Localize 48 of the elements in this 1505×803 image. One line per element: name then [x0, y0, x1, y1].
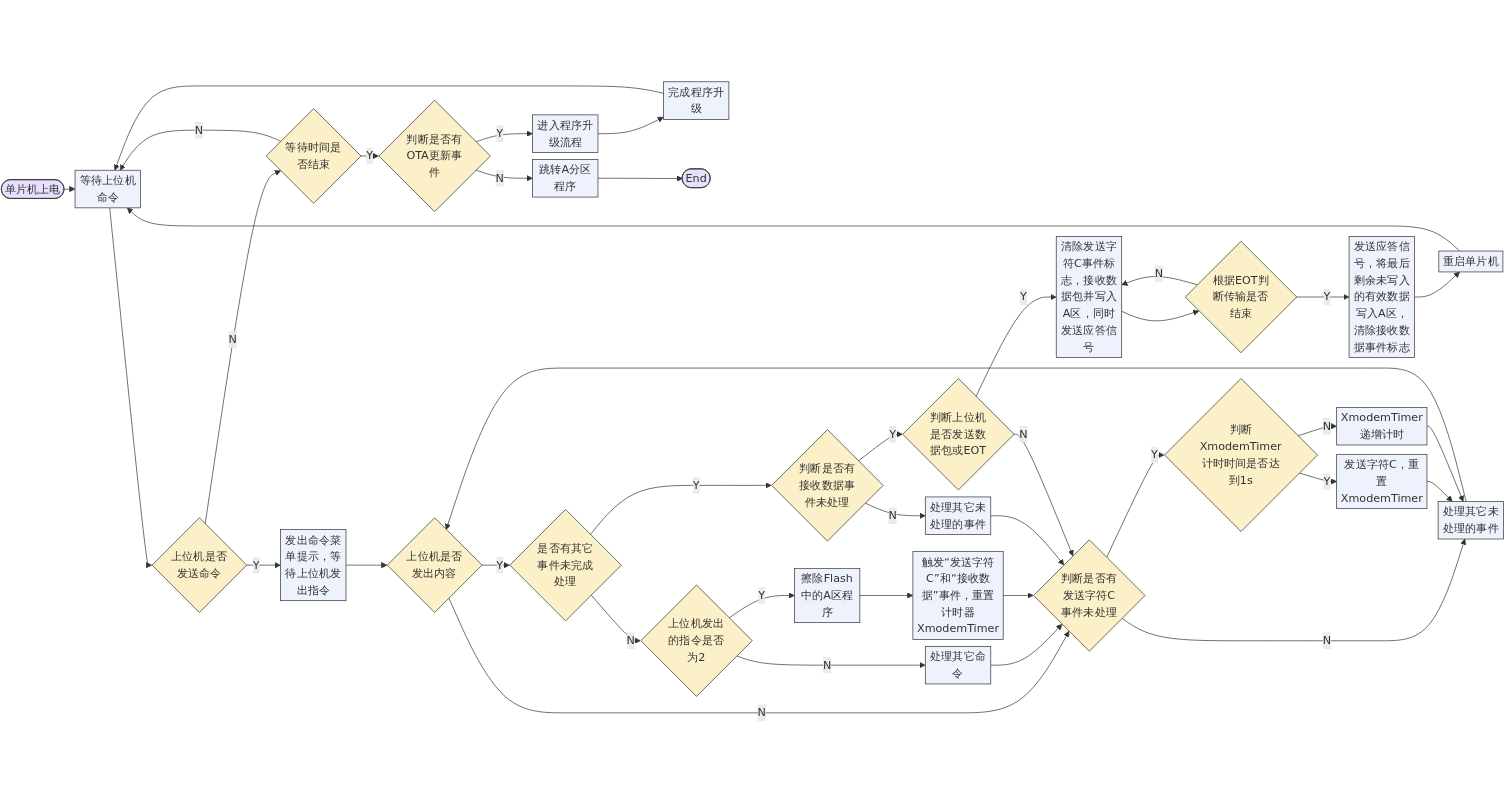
- node-diamond: 判断XmodemTimer计时时间是否达到1s: [1164, 378, 1318, 532]
- node-box: 处理其它命令: [924, 646, 992, 685]
- node-box: 触发“发送字符C”和“接收数据”事件，重置计时器XmodemTimer: [912, 551, 1004, 640]
- node-diamond: 判断是否有发送字符C事件未处理: [1033, 539, 1146, 652]
- edge-label: Y: [889, 427, 896, 441]
- node-box: 发送应答信号，将最后剩余未写入的有效数据写入A区，清除接收数据事件标志: [1348, 236, 1415, 358]
- node-box: 重启单片机: [1438, 250, 1504, 273]
- node-diamond: 上位机是否发出内容: [386, 517, 483, 613]
- edge-label: N: [888, 508, 897, 523]
- edge-label: Y: [1323, 290, 1331, 304]
- node-box: 处理其它未处理的事件: [1437, 501, 1504, 540]
- node-box: 等待上位机命令: [74, 169, 141, 209]
- node-box: 清除发送字符C事件标志，接收数据包并写入A区，同时发送应答信号: [1055, 236, 1123, 358]
- node-diamond: 判断是否有OTA更新事件: [378, 99, 491, 213]
- node-box: 进入程序升级流程: [532, 114, 599, 153]
- node-box: 处理其它未处理的事件: [924, 496, 992, 535]
- node-diamond: 等待时间是否结束: [265, 108, 362, 204]
- node-box: 擦除Flash中的A区程序: [794, 568, 861, 623]
- edge-label: Y: [252, 558, 260, 572]
- edge-label: Y: [496, 126, 504, 140]
- node-diamond: 判断上位机是否发送数据包或EOT: [902, 378, 1015, 491]
- edge-label: N: [1019, 427, 1028, 441]
- edge-label: N: [228, 332, 237, 346]
- edge-label: N: [495, 171, 504, 185]
- edge-label: Y: [758, 588, 766, 602]
- edge-label: N: [626, 633, 635, 647]
- edge-label: N: [1154, 266, 1164, 281]
- edge-label: N: [757, 705, 766, 720]
- edge-label: Y: [1323, 474, 1331, 488]
- node-diamond: 判断是否有接收数据事件未处理: [771, 429, 884, 542]
- node-diamond: 根据EOT判断传输是否结束: [1184, 240, 1298, 354]
- node-box: 完成程序升级: [663, 81, 730, 120]
- node-diamond: 上位机发出的指令是否为2: [640, 584, 753, 697]
- node-box: 发出命令菜单提示，等待上位机发出指令: [280, 529, 347, 601]
- edge-label: N: [194, 123, 204, 137]
- edge-label: Y: [366, 148, 373, 163]
- node-diamond: 是否有其它事件未完成处理: [509, 509, 622, 622]
- edge-label: Y: [1020, 290, 1027, 304]
- node-box: 跳转A分区程序: [532, 159, 599, 198]
- edge-label: N: [1322, 419, 1332, 433]
- node-diamond: 上位机是否发送命令: [151, 517, 248, 613]
- edge-label: Y: [692, 478, 700, 492]
- node-box: XmodemTimer递增计时: [1336, 407, 1428, 446]
- edge-label: Y: [496, 558, 504, 572]
- edge-label: N: [1322, 633, 1332, 648]
- node-box: 发送字符C，重置XmodemTimer: [1336, 453, 1428, 509]
- edge-label: Y: [1151, 448, 1158, 462]
- edge-label: N: [822, 658, 832, 672]
